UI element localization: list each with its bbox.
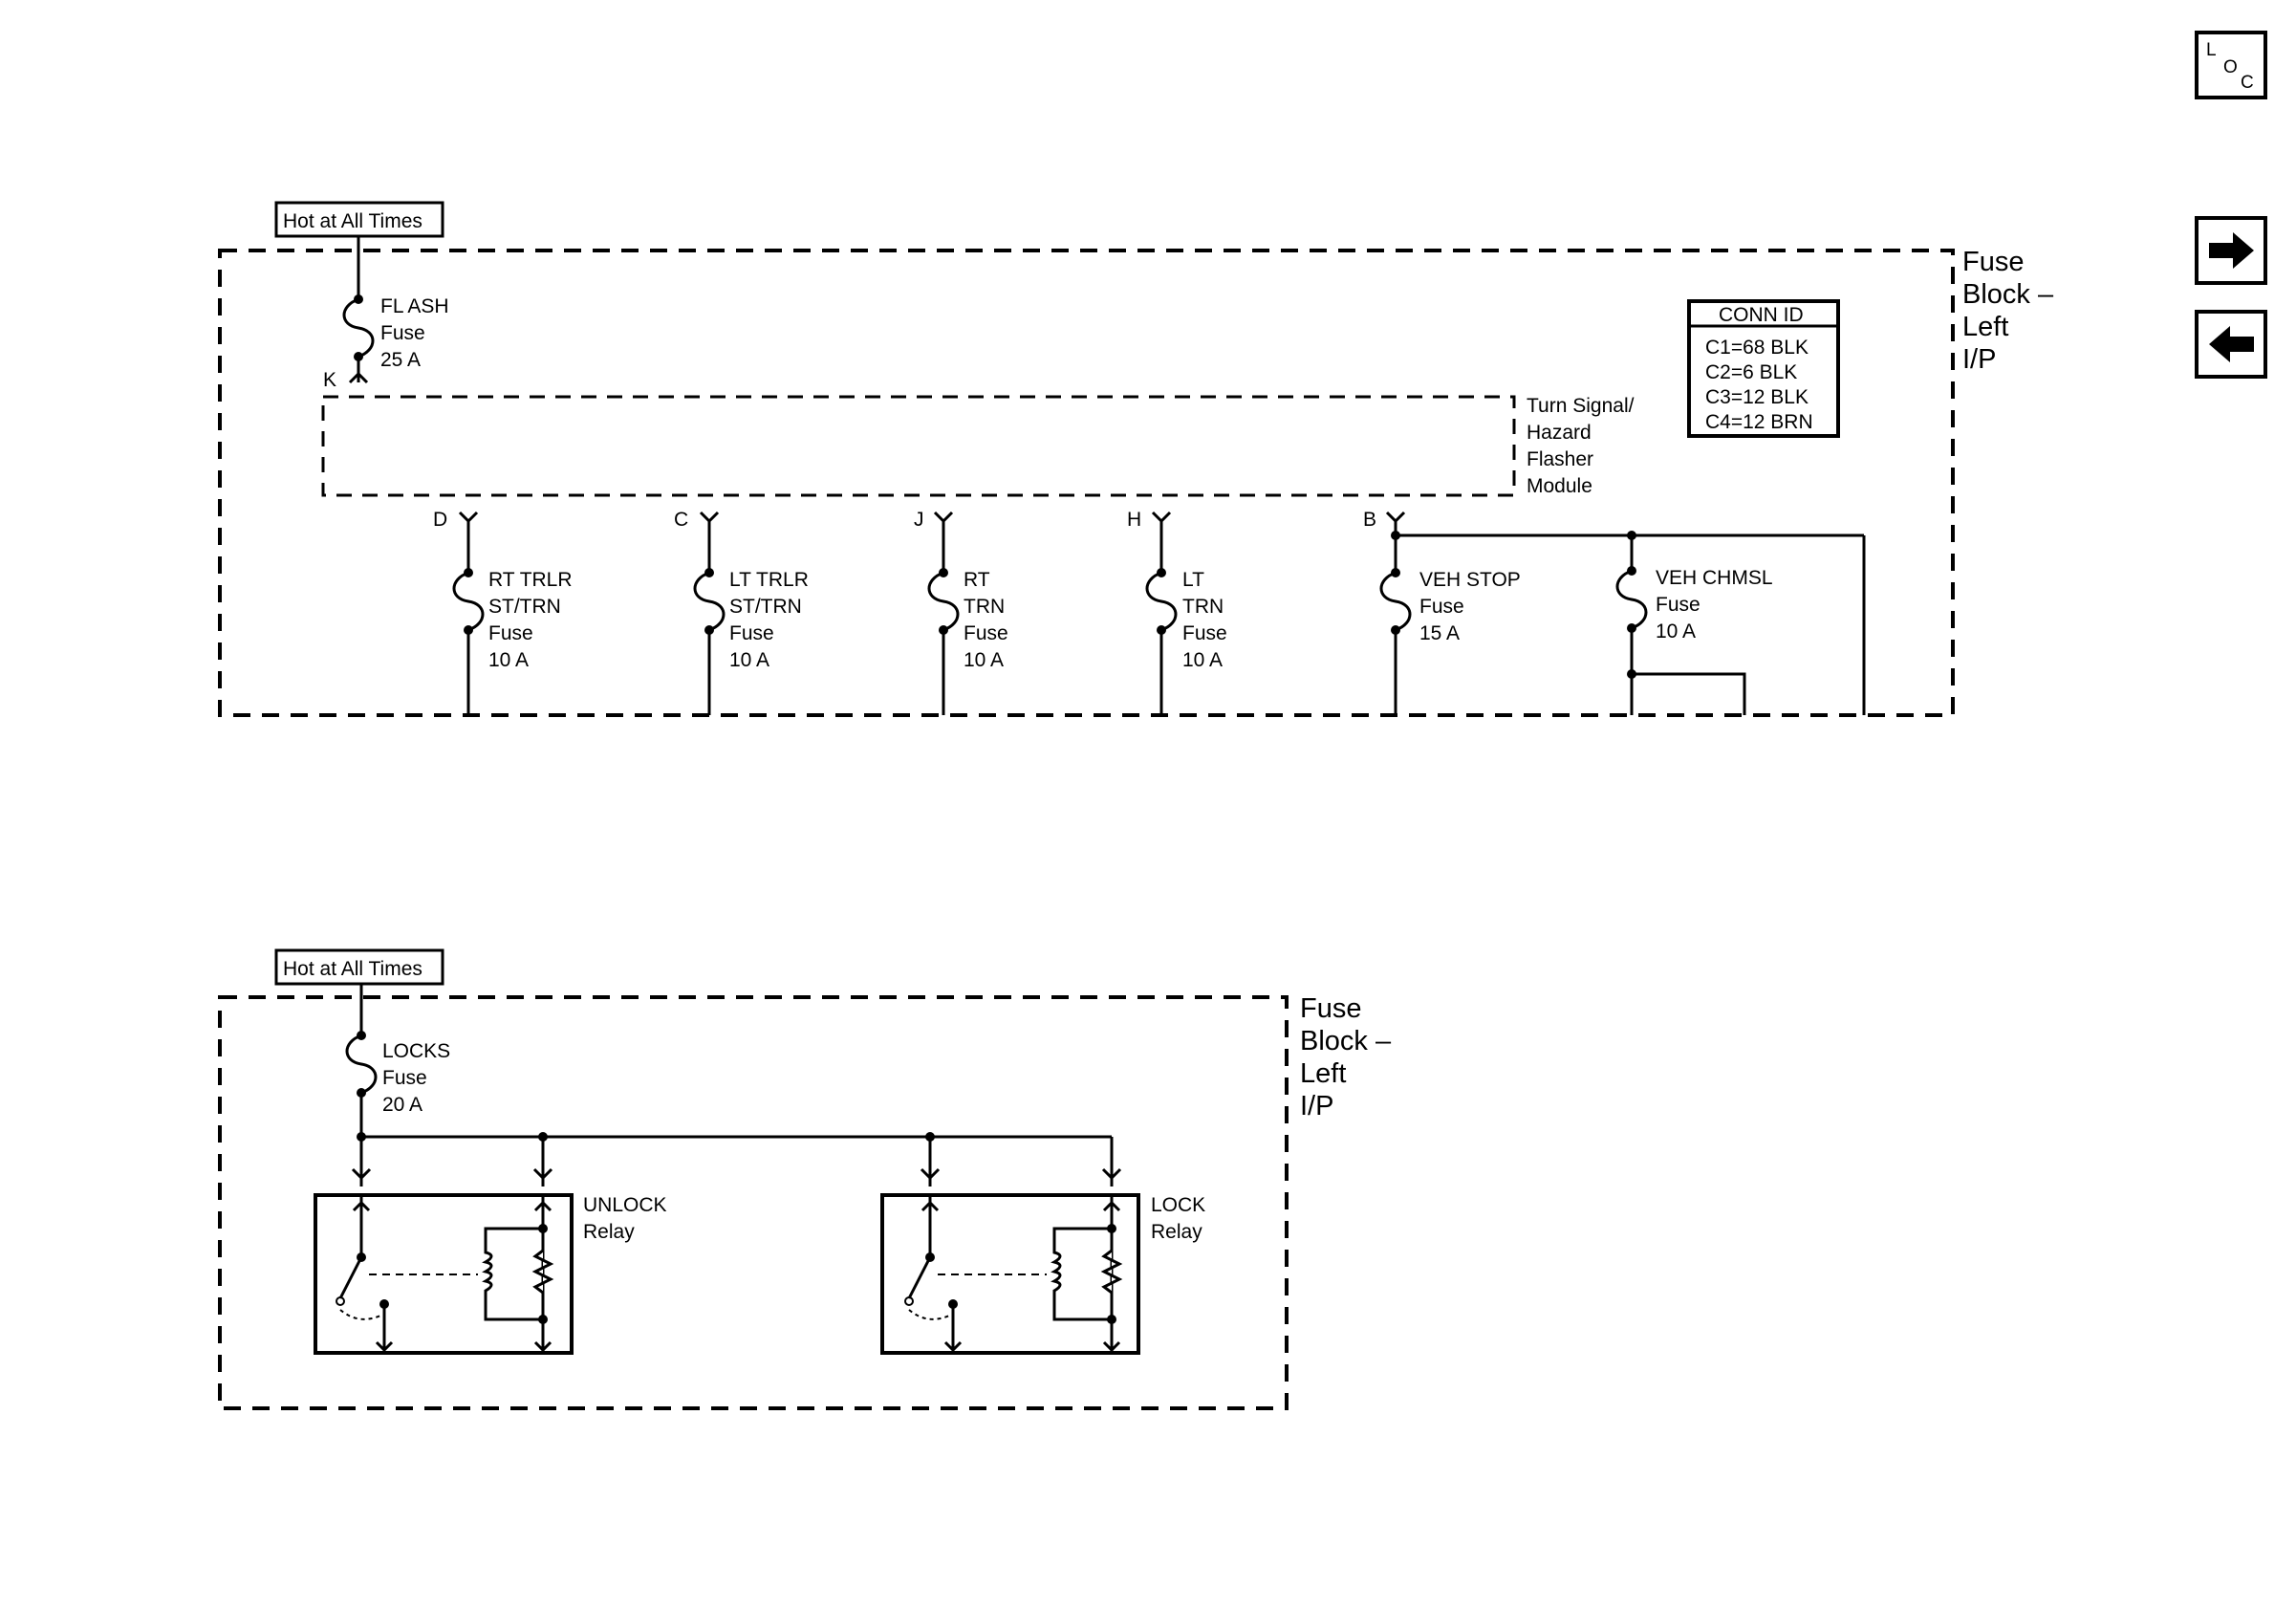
unlock-relay-label: UNLOCK [583,1194,667,1216]
svg-text:Fuse: Fuse [729,622,774,644]
right-arrow-icon [2209,232,2254,269]
fuse-icon [1145,566,1178,637]
svg-text:RT TRLR: RT TRLR [488,569,573,591]
svg-text:ST/TRN: ST/TRN [729,596,802,618]
output-h: H LT TRN Fuse 10 A [1127,509,1227,715]
loc-button[interactable]: L O C [2195,31,2267,99]
svg-text:C: C [2241,73,2254,93]
back-button[interactable] [2195,310,2267,379]
fuse-block-label-2: Block – [1300,1026,1392,1056]
fuse-block-label-1: Fuse [1962,247,2024,277]
fuse-block-label-3: Left [1962,312,2008,342]
flash-fuse-rating: 25 A [380,349,421,371]
svg-text:TRN: TRN [1182,596,1224,618]
flash-fuse-icon [342,293,375,363]
fuse-block-label-1: Fuse [1300,993,1361,1024]
module-label-3: Flasher [1527,448,1593,470]
fuse-block-label-4: I/P [1300,1091,1333,1121]
module-label-1: Turn Signal/ [1527,395,1635,417]
output-c: C LT TRLR ST/TRN Fuse 10 A [674,509,809,715]
svg-text:15 A: 15 A [1419,622,1460,644]
svg-text:VEH STOP: VEH STOP [1419,569,1521,591]
veh-stop-fuse-icon [1379,566,1412,637]
output-b: B VEH STOP Fuse 15 A VEH CHMSL Fuse 10 A [1363,509,1866,715]
forward-button[interactable] [2195,216,2267,285]
hot-at-all-times-label: Hot at All Times [283,958,422,980]
pin-j-label: J [914,509,924,531]
pin-b-label: B [1363,509,1376,531]
svg-text:10 A: 10 A [488,649,529,671]
conn-id-row: C3=12 BLK [1705,386,1809,408]
conn-id-row: C1=68 BLK [1705,337,1809,359]
fuse-icon [927,566,960,637]
svg-text:Fuse: Fuse [1182,622,1227,644]
lock-relay: LOCK Relay [880,1193,1205,1355]
locks-fuse-name: LOCKS [382,1040,450,1062]
svg-text:10 A: 10 A [1656,620,1696,642]
veh-chmsl-fuse-icon [1615,564,1648,635]
hot-at-all-times-label: Hot at All Times [283,210,422,232]
svg-text:Fuse: Fuse [488,622,533,644]
fuse-block-label-3: Left [1300,1058,1346,1089]
module-label-2: Hazard [1527,422,1592,444]
unlock-relay: UNLOCK Relay [314,1193,667,1355]
svg-text:ST/TRN: ST/TRN [488,596,561,618]
svg-text:L: L [2206,40,2217,60]
svg-text:LT: LT [1182,569,1204,591]
conn-id-table: CONN ID C1=68 BLK C2=6 BLK C3=12 BLK C4=… [1687,299,1840,438]
svg-text:RT: RT [964,569,990,591]
unlock-relay-type: Relay [583,1221,635,1243]
lock-relay-type: Relay [1151,1221,1202,1243]
svg-text:10 A: 10 A [1182,649,1223,671]
conn-id-title: CONN ID [1719,304,1804,326]
pin-c-label: C [674,509,688,531]
flash-fuse-name: FL ASH [380,295,449,317]
locks-fuse-icon [345,1029,378,1099]
bottom-fuse-block: Hot at All Times Fuse Block – Left I/P L… [218,948,1392,1410]
svg-text:O: O [2223,57,2238,77]
fuse-icon [452,566,485,637]
top-fuse-block: Hot at All Times Fuse Block – Left I/P F… [218,201,2054,717]
conn-id-row: C4=12 BRN [1705,411,1813,433]
flash-fuse-type: Fuse [380,322,425,344]
pin-d-label: D [433,509,447,531]
svg-text:10 A: 10 A [964,649,1004,671]
lock-relay-label: LOCK [1151,1194,1205,1216]
svg-text:Fuse: Fuse [964,622,1008,644]
module-label-4: Module [1527,475,1592,497]
svg-text:TRN: TRN [964,596,1005,618]
locks-fuse-type: Fuse [382,1067,427,1089]
pin-h-label: H [1127,509,1141,531]
output-d: D RT TRLR ST/TRN Fuse 10 A [433,509,573,715]
conn-id-row: C2=6 BLK [1705,361,1797,383]
output-j: J RT TRN Fuse 10 A [914,509,1008,715]
fuse-block-label-2: Block – [1962,279,2054,310]
locks-fuse-rating: 20 A [382,1094,422,1116]
svg-text:10 A: 10 A [729,649,769,671]
svg-text:Fuse: Fuse [1419,596,1464,618]
left-arrow-icon [2209,326,2254,362]
module-pin-k: K [323,369,336,391]
svg-text:LT TRLR: LT TRLR [729,569,809,591]
fuse-icon [693,566,726,637]
svg-text:Fuse: Fuse [1656,594,1700,616]
svg-text:VEH CHMSL: VEH CHMSL [1656,567,1773,589]
fuse-block-label-4: I/P [1962,344,1996,375]
